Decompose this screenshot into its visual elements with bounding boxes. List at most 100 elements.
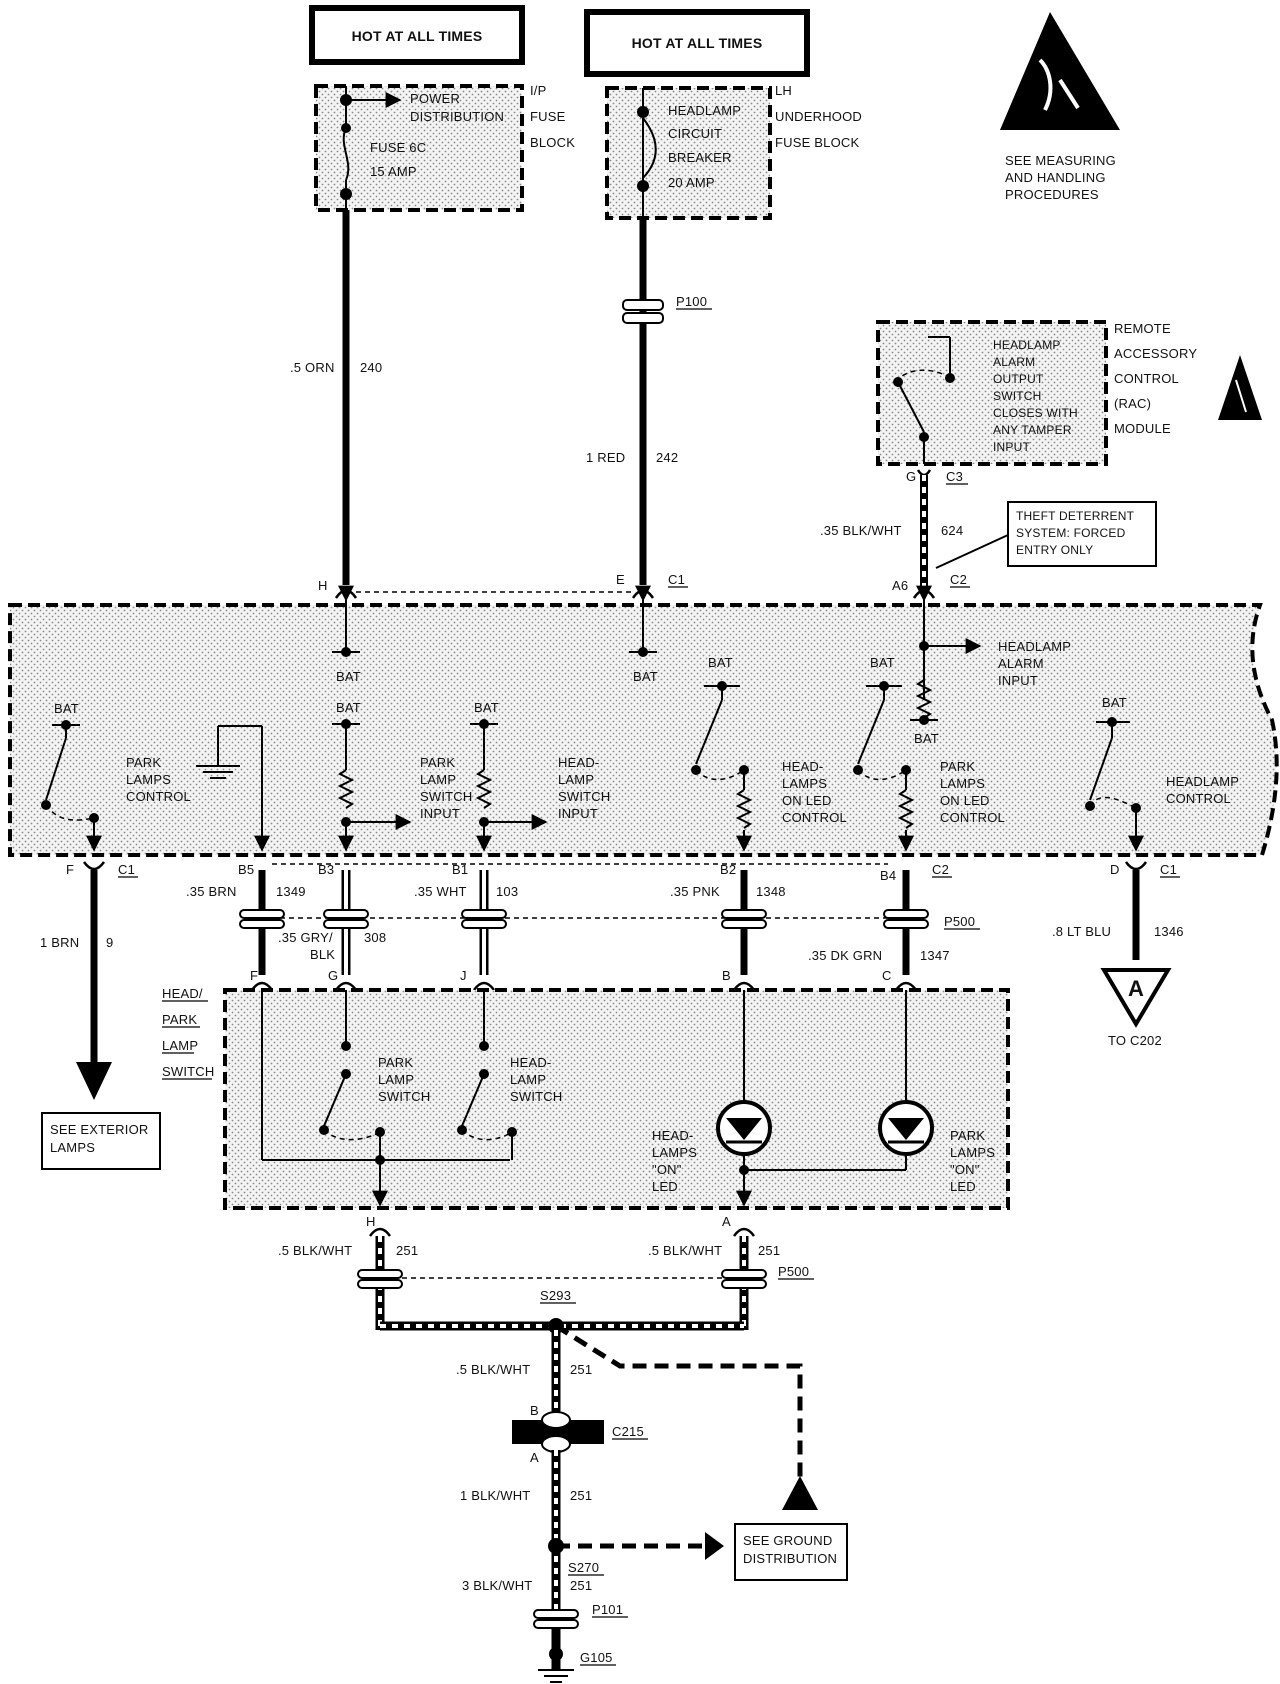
- svg-text:LAMPS: LAMPS: [940, 776, 985, 791]
- svg-text:SWITCH: SWITCH: [993, 389, 1042, 403]
- svg-text:OUTPUT: OUTPUT: [993, 372, 1044, 386]
- splice-s293: S293: [380, 1288, 803, 1480]
- svg-text:BAT: BAT: [708, 655, 733, 670]
- svg-text:PROCEDURES: PROCEDURES: [1005, 187, 1099, 202]
- svg-text:P101: P101: [592, 1602, 623, 1617]
- svg-text:B4: B4: [880, 868, 896, 883]
- connector-p500-bottom: P500: [357, 1264, 814, 1289]
- svg-text:"ON": "ON": [950, 1162, 980, 1177]
- svg-text:SEE EXTERIOR: SEE EXTERIOR: [50, 1122, 148, 1137]
- svg-text:C3: C3: [946, 469, 963, 484]
- wire-251-low: 1 BLK/WHT 251: [460, 1450, 592, 1560]
- wire-1346: .8 LT BLU 1346: [1052, 861, 1184, 960]
- svg-text:251: 251: [758, 1243, 780, 1258]
- svg-text:LAMPS: LAMPS: [126, 772, 171, 787]
- svg-text:P500: P500: [778, 1264, 809, 1279]
- svg-text:CONTROL: CONTROL: [1114, 371, 1179, 386]
- remote-accessory-control-module: HEADLAMP ALARM OUTPUT SWITCH CLOSES WITH…: [876, 320, 1197, 485]
- svg-text:BAT: BAT: [474, 700, 499, 715]
- svg-text:LED: LED: [950, 1179, 976, 1194]
- svg-text:A6: A6: [892, 578, 908, 593]
- svg-text:103: 103: [496, 884, 518, 899]
- svg-text:S270: S270: [568, 1560, 599, 1575]
- see-exterior-lamps-box: SEE EXTERIOR LAMPS: [41, 1112, 161, 1170]
- svg-text:1348: 1348: [756, 884, 786, 899]
- svg-text:D: D: [1110, 862, 1120, 877]
- svg-text:P100: P100: [676, 294, 707, 309]
- svg-text:ACCESSORY: ACCESSORY: [1114, 346, 1197, 361]
- svg-text:DISTRIBUTION: DISTRIBUTION: [743, 1551, 837, 1566]
- svg-text:.5 BLK/WHT: .5 BLK/WHT: [456, 1362, 530, 1377]
- svg-text:A: A: [1128, 976, 1144, 1001]
- svg-text:PARK: PARK: [378, 1055, 413, 1070]
- svg-text:LAMP: LAMP: [558, 772, 594, 787]
- svg-text:PARK: PARK: [950, 1128, 985, 1143]
- svg-text:POWER: POWER: [410, 91, 460, 106]
- svg-text:H: H: [318, 578, 328, 593]
- svg-text:BREAKER: BREAKER: [668, 150, 732, 165]
- svg-text:BLK: BLK: [310, 947, 335, 962]
- svg-text:.5 BLK/WHT: .5 BLK/WHT: [648, 1243, 722, 1258]
- svg-text:1 BRN: 1 BRN: [40, 935, 79, 950]
- svg-text:B2: B2: [720, 862, 736, 877]
- svg-text:E: E: [616, 572, 625, 587]
- svg-text:BAT: BAT: [336, 700, 361, 715]
- svg-text:1349: 1349: [276, 884, 306, 899]
- svg-text:LAMPS: LAMPS: [950, 1145, 995, 1160]
- svg-text:LAMP: LAMP: [162, 1038, 198, 1053]
- svg-text:CLOSES WITH: CLOSES WITH: [993, 406, 1078, 420]
- svg-text:BLOCK: BLOCK: [530, 135, 575, 150]
- svg-text:ENTRY ONLY: ENTRY ONLY: [1016, 543, 1093, 557]
- wire-9: 1 BRN 9: [40, 861, 113, 1100]
- svg-text:HOT AT ALL TIMES: HOT AT ALL TIMES: [352, 28, 483, 44]
- svg-text:9: 9: [106, 935, 113, 950]
- svg-text:1 RED: 1 RED: [586, 450, 625, 465]
- esd-warning-small-icon: [1218, 355, 1262, 420]
- svg-text:BAT: BAT: [633, 669, 658, 684]
- svg-text:C1: C1: [1160, 862, 1177, 877]
- svg-text:SEE GROUND: SEE GROUND: [743, 1533, 832, 1548]
- svg-text:1346: 1346: [1154, 924, 1184, 939]
- svg-text:LH: LH: [775, 83, 792, 98]
- svg-text:.35 BRN: .35 BRN: [186, 884, 237, 899]
- svg-text:242: 242: [656, 450, 678, 465]
- svg-text:LAMP: LAMP: [510, 1072, 546, 1087]
- svg-text:.8 LT BLU: .8 LT BLU: [1052, 924, 1111, 939]
- connector-p101: P101: [533, 1602, 628, 1629]
- svg-text:HEAD-: HEAD-: [652, 1128, 693, 1143]
- svg-text:SWITCH: SWITCH: [510, 1089, 562, 1104]
- connector-c215: B C215 A: [512, 1403, 648, 1465]
- svg-text:ALARM: ALARM: [993, 355, 1035, 369]
- lh-underhood-fuse-block: HEADLAMP CIRCUIT BREAKER 20 AMP LH UNDER…: [605, 83, 862, 220]
- svg-text:ON LED: ON LED: [940, 793, 990, 808]
- svg-text:HOT AT ALL TIMES: HOT AT ALL TIMES: [632, 35, 763, 51]
- svg-text:C1: C1: [668, 572, 685, 587]
- wire-251-mid: .5 BLK/WHT 251: [456, 1330, 592, 1420]
- svg-text:.35 BLK/WHT: .35 BLK/WHT: [820, 523, 902, 538]
- svg-text:HEADLAMP: HEADLAMP: [1166, 774, 1239, 789]
- svg-text:ON LED: ON LED: [782, 793, 832, 808]
- svg-text:INPUT: INPUT: [558, 806, 598, 821]
- svg-text:.35 PNK: .35 PNK: [670, 884, 720, 899]
- svg-text:S293: S293: [540, 1288, 571, 1303]
- svg-text:B1: B1: [452, 862, 468, 877]
- splice-s270: S270: [548, 1476, 818, 1576]
- svg-text:B5: B5: [238, 862, 254, 877]
- module-top-connector-labels: H E C1 A6 C2: [318, 572, 970, 599]
- svg-text:624: 624: [941, 523, 963, 538]
- svg-text:SWITCH: SWITCH: [162, 1064, 214, 1079]
- svg-text:AND HANDLING: AND HANDLING: [1005, 170, 1106, 185]
- svg-text:B: B: [530, 1403, 539, 1418]
- ip-fuse-block: POWER DISTRIBUTION FUSE 6C 15 AMP I/P FU…: [314, 83, 575, 212]
- svg-text:G: G: [906, 469, 916, 484]
- svg-text:HEADLAMP: HEADLAMP: [998, 639, 1071, 654]
- svg-text:SWITCH: SWITCH: [420, 789, 472, 804]
- svg-text:INPUT: INPUT: [420, 806, 460, 821]
- svg-text:B: B: [722, 968, 731, 983]
- svg-text:SYSTEM: FORCED: SYSTEM: FORCED: [1016, 526, 1126, 540]
- svg-text:.35 WHT: .35 WHT: [414, 884, 467, 899]
- svg-text:240: 240: [360, 360, 382, 375]
- fuse-6c-label: FUSE 6C: [370, 140, 426, 155]
- svg-text:308: 308: [364, 930, 386, 945]
